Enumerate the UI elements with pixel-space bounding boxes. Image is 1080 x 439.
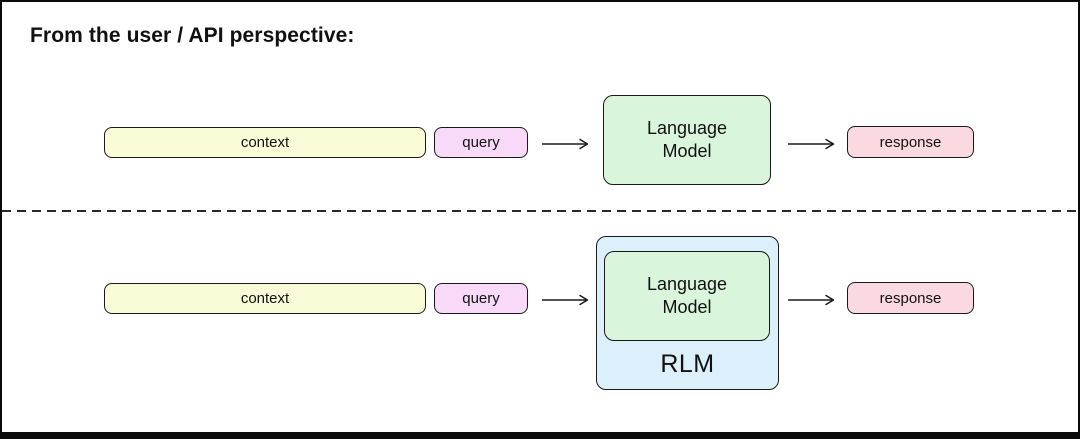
page-title: From the user / API perspective:	[30, 24, 355, 47]
dashed-divider	[2, 210, 1078, 212]
context-label: context	[240, 290, 290, 307]
language-model-label: Language Model	[646, 117, 728, 161]
response-label: response	[879, 133, 942, 151]
context-box: context	[104, 283, 426, 314]
arrow-right-icon	[542, 138, 589, 150]
context-box: context	[104, 127, 426, 158]
language-model-box: Language Model	[603, 95, 771, 185]
arrow-right-icon	[788, 138, 835, 150]
arrow-right-icon	[542, 294, 589, 306]
language-model-label: Language Model	[646, 273, 728, 317]
language-model-box: Language Model	[604, 251, 770, 341]
arrow-right-icon	[788, 294, 835, 306]
rlm-label: RLM	[660, 350, 715, 378]
response-box: response	[847, 282, 974, 314]
query-box: query	[434, 127, 528, 158]
response-box: response	[847, 126, 974, 158]
query-box: query	[434, 283, 528, 314]
context-label: context	[240, 134, 290, 151]
query-label: query	[462, 134, 500, 151]
response-label: response	[879, 289, 942, 307]
rlm-wrapper-box: Language Model RLM	[596, 236, 779, 390]
query-label: query	[462, 290, 500, 307]
